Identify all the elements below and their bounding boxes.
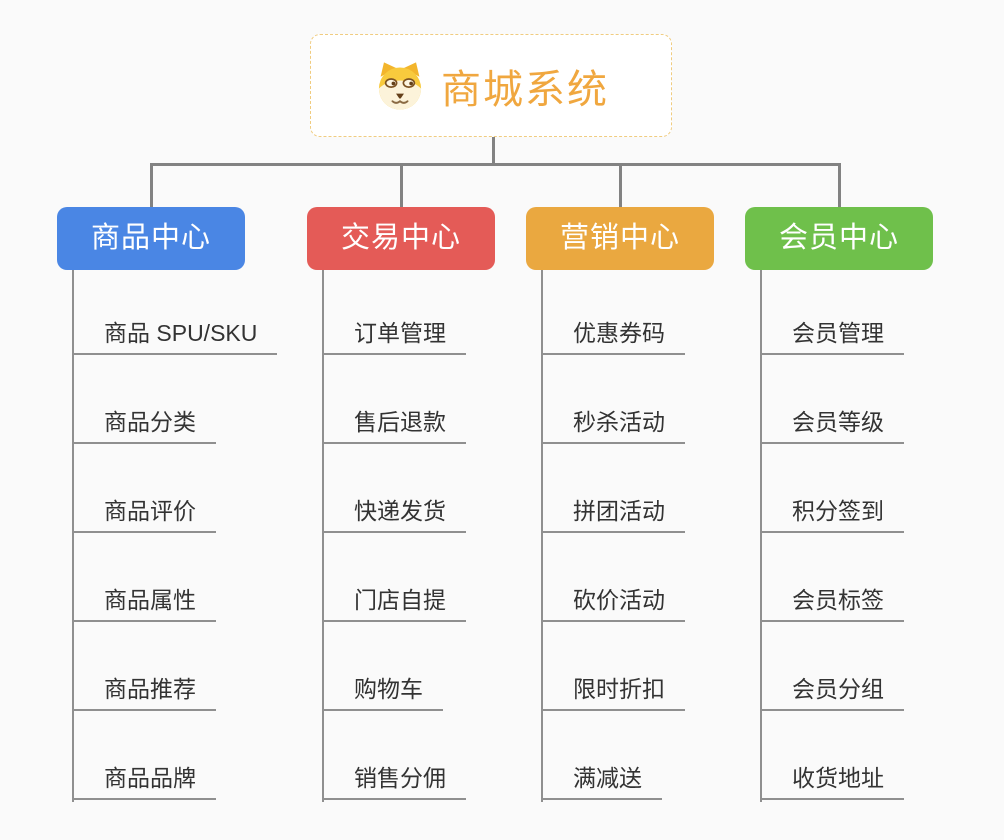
branch-trade-center: 交易中心 订单管理 售后退款 快递发货 门店自提 购物车 销售分佣 [307, 207, 495, 802]
node-item[interactable]: 商品评价 [72, 498, 216, 533]
node-item[interactable]: 会员等级 [760, 409, 904, 444]
node-item[interactable]: 门店自提 [322, 587, 466, 622]
branch-trunk-line [760, 270, 762, 802]
node-item[interactable]: 销售分佣 [322, 765, 466, 800]
node-item[interactable]: 商品属性 [72, 587, 216, 622]
node-item[interactable]: 快递发货 [322, 498, 466, 533]
node-item[interactable]: 收货地址 [760, 765, 904, 800]
branch-trunk-line [541, 270, 543, 802]
node-item[interactable]: 秒杀活动 [541, 409, 685, 444]
branch-header-trade-center[interactable]: 交易中心 [307, 207, 495, 270]
branch-drop-line [838, 163, 841, 207]
branch-trunk-line [72, 270, 74, 802]
branch-product-center: 商品中心 商品 SPU/SKU 商品分类 商品评价 商品属性 商品推荐 商品品牌 [57, 207, 278, 802]
node-item[interactable]: 积分签到 [760, 498, 904, 533]
node-item[interactable]: 商品推荐 [72, 676, 216, 711]
branch-trunk-line [322, 270, 324, 802]
node-item[interactable]: 订单管理 [322, 320, 466, 355]
node-item[interactable]: 售后退款 [322, 409, 466, 444]
branch-member-center: 会员中心 会员管理 会员等级 积分签到 会员标签 会员分组 收货地址 [745, 207, 933, 802]
node-item[interactable]: 商品分类 [72, 409, 216, 444]
branch-header-product-center[interactable]: 商品中心 [57, 207, 245, 270]
node-item[interactable]: 会员管理 [760, 320, 904, 355]
node-item[interactable]: 拼团活动 [541, 498, 685, 533]
root-title: 商城系统 [441, 67, 609, 112]
root-node-mall-system[interactable]: 商城系统 [310, 34, 672, 137]
dog-face-icon [373, 59, 427, 113]
root-connector-line [492, 137, 495, 164]
branch-connector-bus [150, 163, 839, 166]
node-item[interactable]: 购物车 [322, 676, 443, 711]
branch-drop-line [400, 163, 403, 207]
node-item[interactable]: 商品品牌 [72, 765, 216, 800]
node-item[interactable]: 会员标签 [760, 587, 904, 622]
branch-header-member-center[interactable]: 会员中心 [745, 207, 933, 270]
node-item[interactable]: 满减送 [541, 765, 662, 800]
node-item[interactable]: 优惠券码 [541, 320, 685, 355]
node-item[interactable]: 会员分组 [760, 676, 904, 711]
node-item[interactable]: 砍价活动 [541, 587, 685, 622]
node-item[interactable]: 商品 SPU/SKU [72, 320, 278, 355]
branch-marketing-center: 营销中心 优惠券码 秒杀活动 拼团活动 砍价活动 限时折扣 满减送 [526, 207, 714, 802]
branch-header-marketing-center[interactable]: 营销中心 [526, 207, 714, 270]
node-item[interactable]: 限时折扣 [541, 676, 685, 711]
branch-drop-line [150, 163, 153, 207]
branch-drop-line [619, 163, 622, 207]
